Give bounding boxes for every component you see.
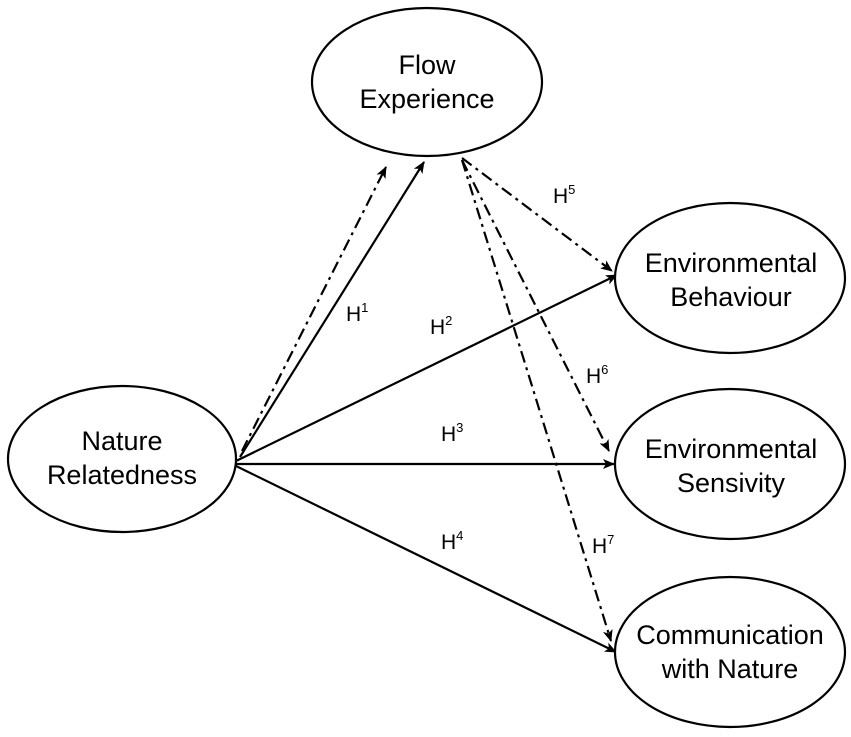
edges <box>235 157 618 653</box>
node-communication-with-nature-ellipse <box>613 575 847 729</box>
edge-nature-to-communication <box>235 465 617 653</box>
node-communication-with-nature: Communication with Nature <box>613 575 847 729</box>
node-nature-relatedness-ellipse <box>6 384 238 534</box>
hypothesis-h4-letter: H <box>441 531 456 554</box>
hypothesis-label-h1: H1 <box>346 300 368 326</box>
node-environmental-behaviour-ellipse <box>613 201 847 355</box>
hypothesis-h6-number: 6 <box>601 362 608 377</box>
edge-flow-to-behaviour <box>461 157 613 272</box>
edge-flow-to-communication <box>460 159 613 642</box>
hypothesis-h4-number: 4 <box>456 528 463 543</box>
hypothesis-h7-number: 7 <box>607 532 614 547</box>
node-nature-relatedness-line1: Nature <box>81 426 162 456</box>
hypothesis-h3-number: 3 <box>456 420 463 435</box>
hypothesis-h2-number: 2 <box>445 313 452 328</box>
node-environmental-sensivity: Environmental Sensivity <box>613 387 847 541</box>
node-environmental-behaviour: Environmental Behaviour <box>613 201 847 355</box>
node-flow-experience-line2: Experience <box>359 84 494 114</box>
node-flow-experience: Flow Experience <box>310 6 544 158</box>
edge-nature-to-flow-solid <box>239 161 425 458</box>
edge-flow-to-sensivity <box>461 159 610 452</box>
hypothesis-labels: H1 H2 H3 H4 H5 H6 H7 <box>346 182 614 558</box>
hypothesis-h6-letter: H <box>586 365 601 388</box>
node-flow-experience-line1: Flow <box>398 50 456 80</box>
hypothesis-h2-letter: H <box>430 316 445 339</box>
hypothesis-label-h7: H7 <box>592 532 614 558</box>
hypothesis-h7-letter: H <box>592 535 607 558</box>
hypothesis-label-h4: H4 <box>441 528 463 554</box>
node-environmental-sensivity-ellipse <box>613 387 847 541</box>
hypothesis-label-h3: H3 <box>441 420 463 446</box>
hypothesis-h3-letter: H <box>441 423 456 446</box>
node-flow-experience-ellipse <box>310 6 544 158</box>
hypothesis-h5-letter: H <box>553 185 568 208</box>
edge-nature-to-behaviour <box>235 274 618 462</box>
hypothesis-h5-number: 5 <box>568 182 575 197</box>
hypothesis-label-h2: H2 <box>430 313 452 339</box>
node-nature-relatedness-line2: Relatedness <box>47 460 197 490</box>
node-environmental-behaviour-line1: Environmental <box>645 248 818 278</box>
node-communication-with-nature-line2: with Nature <box>661 654 799 684</box>
node-environmental-sensivity-line2: Sensivity <box>677 468 786 498</box>
hypothesis-label-h6: H6 <box>586 362 608 388</box>
hypothesis-h1-number: 1 <box>361 300 368 315</box>
hypothesis-label-h5: H5 <box>553 182 575 208</box>
node-environmental-sensivity-line1: Environmental <box>645 434 818 464</box>
node-communication-with-nature-line1: Communication <box>636 620 824 650</box>
hypothesis-h1-letter: H <box>346 303 361 326</box>
node-environmental-behaviour-line2: Behaviour <box>670 282 792 312</box>
node-nature-relatedness: Nature Relatedness <box>6 384 238 534</box>
edge-nature-to-flow-dashed <box>241 166 387 452</box>
